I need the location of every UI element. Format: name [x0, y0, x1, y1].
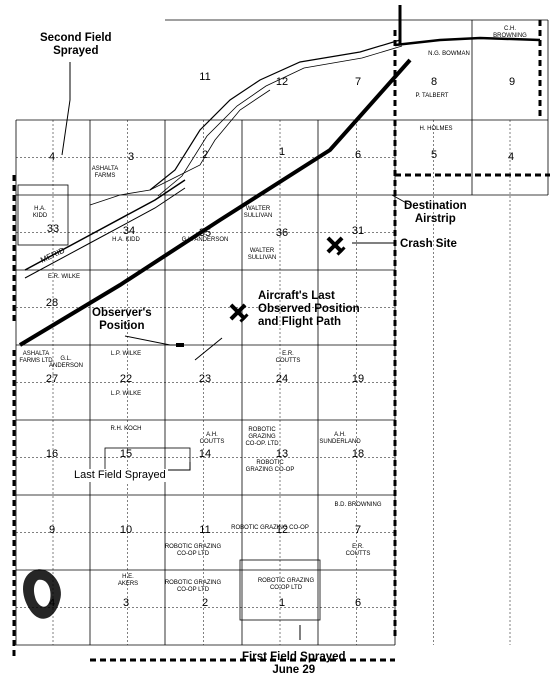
parcel-owner-label: G.L. ANDERSON [182, 237, 229, 243]
section-number: 2 [202, 597, 208, 609]
first-field [239, 559, 321, 621]
parcel-owner-label: H.A.KIDD [33, 206, 48, 219]
road-name-label: MERID [39, 246, 66, 265]
section-number: 15 [120, 448, 132, 460]
section-number: 4 [508, 151, 514, 163]
curving-road-parallel [157, 45, 403, 197]
section-number: 6 [355, 149, 361, 161]
diagonal-highway [18, 58, 412, 347]
parcel-owner-label: R.H. KOCH [110, 426, 141, 432]
county-boundary [12, 20, 550, 662]
section-number: 18 [352, 448, 364, 460]
section-number: 11 [199, 524, 210, 536]
parcel-owner-label: G.L.ANDERSON [49, 356, 83, 369]
section-number: 7 [355, 76, 361, 88]
section-number: 31 [352, 225, 364, 237]
section-number: 22 [120, 373, 132, 385]
second-field [17, 184, 69, 246]
section-number: 33 [47, 223, 59, 235]
parcel-owner-label: H.A. KIDD [112, 237, 140, 243]
leader-lines [61, 62, 411, 640]
section-number: 27 [46, 373, 58, 385]
parcel-owner-label: E.R.COUTTS [346, 544, 371, 557]
section-number: 34 [123, 225, 135, 237]
section-number: 9 [509, 76, 515, 88]
crash-site-label: Crash Site [400, 238, 457, 250]
roads [18, 5, 541, 347]
section-number: 14 [199, 448, 211, 460]
parcel-owner-label: N.G. BOWMAN [428, 51, 470, 57]
parcel-owner-label: A.H.SUNDERLAND [319, 432, 361, 445]
section-number: 6 [355, 597, 361, 609]
section-number: 5 [431, 149, 437, 161]
parcel-owner-label: H. HOLMES [419, 126, 452, 132]
last-field-label: Last Field Sprayed [72, 469, 168, 482]
section-number: 2 [202, 149, 208, 161]
section-number: 16 [46, 448, 58, 460]
parcel-owner-label: L.P. WILKE [111, 391, 141, 397]
section-number: 8 [431, 76, 437, 88]
parcel-owner-label: C.H.BROWNING [493, 26, 527, 39]
river [89, 89, 271, 206]
section-number: 23 [199, 373, 211, 385]
parcel-owner-label: L.P. WILKE [111, 351, 141, 357]
section-number: 9 [49, 524, 55, 536]
section-number: 12 [276, 524, 288, 536]
last-position-aircraft-icon [229, 303, 249, 323]
section-number: 4 [49, 151, 55, 163]
parcel-owner-label: E.R.COUTTS [276, 351, 301, 364]
section-number: 28 [46, 297, 58, 309]
section-number: 11 [199, 71, 210, 83]
parcel-owner-label: E.R. WILKE [48, 274, 80, 280]
parcel-owner-label: A.H.COUTTS [200, 432, 225, 445]
curving-road [149, 39, 401, 191]
section-number: 7 [355, 524, 361, 536]
section-number: 36 [276, 227, 288, 239]
section-number: 24 [276, 373, 288, 385]
railway [24, 179, 186, 271]
section-number: 3 [128, 151, 134, 163]
section-number: 13 [276, 448, 288, 460]
railway-parallel [24, 187, 186, 279]
road-labels: MERID [39, 246, 66, 265]
section-number: 12 [276, 76, 288, 88]
observer-marker [176, 343, 184, 347]
quarter-section-grid [16, 120, 511, 645]
section-number: 19 [352, 373, 364, 385]
parcel-owner-label: H.E.AKERS [118, 574, 138, 587]
section-number: 1 [279, 597, 285, 609]
last-field [104, 447, 191, 471]
crash-site-aircraft-icon [326, 236, 346, 256]
east-road [394, 36, 541, 47]
section-number: 1 [279, 146, 285, 158]
parcel-owner-label: B.D. BROWNING [334, 502, 381, 508]
section-number: 3 [123, 597, 129, 609]
section-number: 10 [120, 524, 132, 536]
section-number: 35 [199, 227, 211, 239]
parcel-owner-label: P. TALBERT [416, 93, 449, 99]
lake-inner [33, 579, 51, 607]
section-number: 4 [49, 597, 55, 609]
parcel-owner-label: ROBOTIC GRAZING CO-OP [231, 525, 309, 531]
